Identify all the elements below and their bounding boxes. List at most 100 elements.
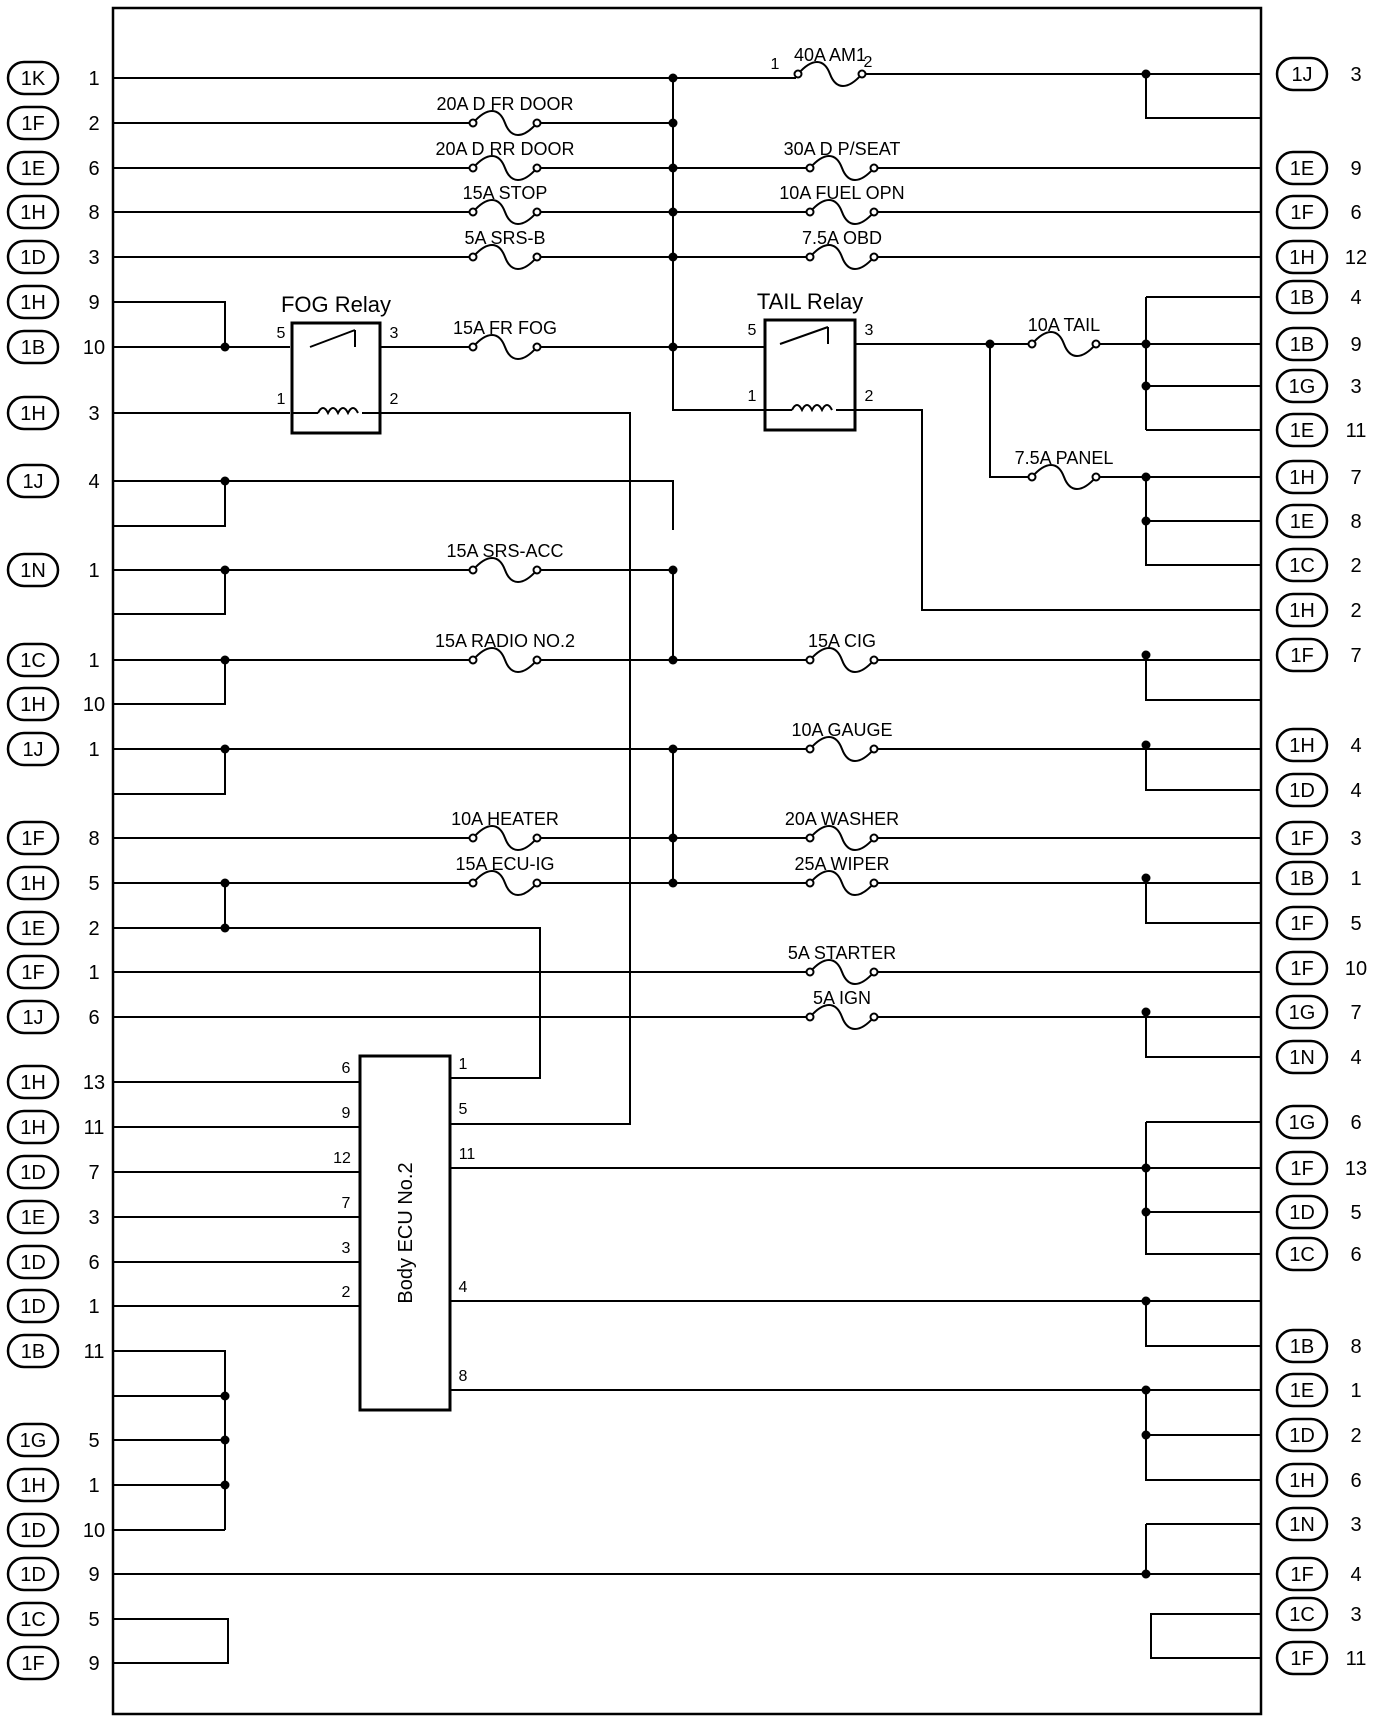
connector-pin: 6 — [88, 1252, 99, 1274]
fuse-symbol — [809, 870, 875, 896]
connector-id: 1E — [21, 158, 45, 180]
connector-pin: 3 — [88, 1207, 99, 1229]
ecu-pin: 6 — [342, 1060, 351, 1077]
connector-pin: 3 — [1350, 1514, 1361, 1536]
connector-id: 1G — [1289, 376, 1316, 398]
fuse: 25A WIPER — [794, 854, 890, 896]
connector-id: 1H — [20, 403, 46, 425]
fuse: 10A TAIL — [1027, 315, 1101, 357]
connector-oval — [6, 820, 60, 856]
fuse-label: 20A D FR DOOR — [436, 94, 573, 114]
connector-id: 1F — [21, 1653, 44, 1675]
connector-id: 1F — [1290, 645, 1313, 667]
connector-oval — [1275, 994, 1329, 1030]
connector-id: 1G — [20, 1430, 47, 1452]
ecu-pin: 9 — [342, 1105, 351, 1122]
connector-id: 1D — [20, 247, 46, 269]
connector-pin: 10 — [83, 694, 105, 716]
fuse-label: 20A D RR DOOR — [435, 139, 574, 159]
connector-id: 1J — [22, 471, 43, 493]
fuse-symbol — [809, 825, 875, 851]
connector-id: 1B — [1290, 287, 1314, 309]
connector-id: 1H — [20, 694, 46, 716]
connector-pin: 3 — [1350, 1604, 1361, 1626]
connector-pin: 3 — [88, 403, 99, 425]
connector-pin: 1 — [88, 962, 99, 984]
fuse: 15A RADIO NO.2 — [435, 631, 575, 673]
fuse-symbol — [809, 155, 875, 181]
connector-pin: 5 — [1350, 913, 1361, 935]
connector-oval — [1275, 459, 1329, 495]
connector-pin: 11 — [1346, 1648, 1367, 1670]
connector-pin: 1 — [88, 1475, 99, 1497]
fuse-symbol — [472, 825, 538, 851]
connector-pin: 11 — [84, 1341, 105, 1363]
connector-oval — [6, 1556, 60, 1592]
connector-oval — [1275, 326, 1329, 362]
fuse-label: 20A WASHER — [785, 809, 899, 829]
fog-relay-title: FOG Relay — [281, 292, 391, 317]
connector-oval — [6, 463, 60, 499]
right-connector: 1B 4 — [1275, 279, 1362, 315]
fuse-symbol — [797, 61, 863, 87]
connector-id: 1C — [1289, 1244, 1315, 1266]
wires — [113, 73, 1261, 1664]
fuse-label: 7.5A PANEL — [1015, 448, 1114, 468]
connector-pin: 5 — [88, 1430, 99, 1452]
connector-oval — [6, 194, 60, 230]
connector-pin: 1 — [88, 1296, 99, 1318]
connector-oval — [1275, 1328, 1329, 1364]
connector-oval — [1275, 820, 1329, 856]
connector-id: 1J — [22, 1007, 43, 1029]
fog-relay-pin: 5 — [277, 325, 286, 342]
fuse-symbol — [809, 959, 875, 985]
connector-id: 1E — [21, 918, 45, 940]
fuse-label: 5A SRS-B — [464, 228, 545, 248]
connector-id: 1D — [20, 1564, 46, 1586]
fuse-symbol — [809, 1004, 875, 1030]
connector-id: 1E — [1290, 1380, 1314, 1402]
connector-pin: 1 — [88, 560, 99, 582]
connector-oval — [6, 150, 60, 186]
fuse: 15A CIG — [805, 631, 879, 673]
connector-id: 1N — [1289, 1047, 1315, 1069]
connector-oval — [6, 60, 60, 96]
connector-oval — [6, 1467, 60, 1503]
fuse: 20A D RR DOOR — [435, 139, 575, 181]
connector-id: 1B — [1290, 1336, 1314, 1358]
connector-oval — [6, 1333, 60, 1369]
connector-id: 1F — [1290, 958, 1313, 980]
connector-id: 1N — [1289, 1514, 1315, 1536]
connector-pin: 7 — [1350, 467, 1361, 489]
junction-dots — [220, 69, 1151, 1579]
connector-oval — [1275, 1556, 1329, 1592]
connector-id: 1B — [1290, 868, 1314, 890]
connector-id: 1G — [1289, 1112, 1316, 1134]
ecu-pin: 4 — [459, 1279, 468, 1296]
connector-oval — [6, 395, 60, 431]
connector-oval — [6, 642, 60, 678]
fuse-label: 15A ECU-IG — [455, 854, 554, 874]
connector-pin: 7 — [88, 1162, 99, 1184]
connector-id: 1B — [21, 1341, 45, 1363]
fuse: 15A FR FOG — [453, 318, 557, 360]
connector-pin: 3 — [88, 247, 99, 269]
connector-id: 1F — [1290, 1564, 1313, 1586]
connector-pin: 2 — [88, 113, 99, 135]
connector-pin: 4 — [1350, 287, 1361, 309]
connector-id: 1C — [20, 1609, 46, 1631]
connector-pin: 3 — [1350, 64, 1361, 86]
connector-pin: 8 — [88, 828, 99, 850]
connector-id: 1H — [20, 1072, 46, 1094]
connector-id: 1J — [1291, 64, 1312, 86]
